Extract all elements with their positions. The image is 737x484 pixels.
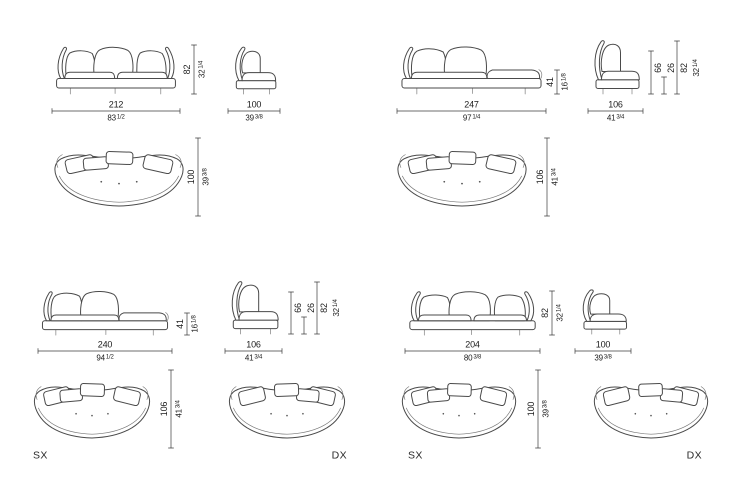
label-dx: DX [332,450,347,462]
dim-side-width-in: 413/4 [245,354,263,363]
dim-line-front-height [554,69,560,95]
dim-front-height-cm: 41 [175,319,185,329]
dim-line-plan-depth [544,137,550,217]
dim-side-h3-cm: 82 [319,303,329,313]
dim-line-front-width [37,348,173,354]
dim-side-width-cm: 106 [246,340,261,350]
label-sx: SX [408,450,423,462]
dim-plan-depth-in: 393/8 [542,400,551,418]
dim-side-h1-cm: 66 [653,63,663,73]
dim-line-front-width [396,108,547,114]
dim-front-height-in: 321/4 [198,60,207,78]
dim-front-width-in: 831/2 [107,114,125,123]
dim-line-side-width [587,108,644,114]
dim-side-width-in: 413/4 [607,114,625,123]
dim-line-side-h2 [661,76,667,95]
dim-side-h3-cm: 82 [679,63,689,73]
dim-front-width-in: 803/8 [464,354,482,363]
dim-line-side-h1 [648,50,654,95]
sofa-front-view [56,46,176,95]
dim-side-width-cm: 100 [247,100,262,110]
dim-plan-depth-cm: 106 [535,170,545,185]
dim-line-side-h3 [314,281,320,335]
dim-side-h1-cm: 66 [293,303,303,313]
dim-line-plan-depth [168,369,174,449]
dim-front-height-in: 321/4 [556,304,565,322]
dim-plan-depth-cm: 100 [526,402,536,417]
dim-plan-depth-in: 413/4 [551,168,560,186]
dim-line-plan-depth [195,137,201,217]
dim-line-front-height [549,290,555,336]
dim-side-width-cm: 100 [596,340,611,350]
group-bottom-left: 41 161/8 240 941/2 66 26 82 321/4 106 41… [33,281,347,462]
dim-line-front-height [191,44,197,95]
dim-line-side-h2 [301,316,307,335]
dim-plan-depth-in: 413/4 [175,400,184,418]
dim-line-side-width [227,108,281,114]
label-sx: SX [33,450,48,462]
dim-plan-depth-cm: 106 [159,402,169,417]
dim-side-width-in: 393/8 [245,114,263,123]
dim-line-side-width [224,348,283,354]
dim-line-side-width [574,348,632,354]
dim-line-front-width [51,108,181,114]
dim-side-width-in: 393/8 [594,354,612,363]
dim-line-side-h3 [674,40,680,95]
dim-front-width-cm: 204 [465,340,480,350]
dim-front-width-in: 971/4 [463,114,481,123]
dim-front-width-cm: 247 [464,100,479,110]
dim-front-height-cm: 82 [182,65,192,75]
dim-side-h2-cm: 26 [666,63,676,73]
dim-plan-depth-cm: 100 [186,170,196,185]
dim-front-height-cm: 82 [540,308,550,318]
group-top-left: 82 321/4 212 831/2 100 393/8 100 393/8 [51,44,281,217]
dim-line-plan-depth [535,369,541,449]
dim-side-h3-in: 321/4 [692,59,701,77]
dim-front-width-in: 941/2 [96,354,114,363]
dim-line-front-height [184,312,190,336]
dim-line-side-h1 [288,291,294,335]
dim-front-width-cm: 212 [109,100,124,110]
dim-side-h2-cm: 26 [306,303,316,313]
sofa-front-view [409,291,536,336]
dim-front-width-cm: 240 [98,340,113,350]
group-top-right: 41 161/8 247 971/4 66 26 82 321/4 106 41… [396,40,701,217]
dim-line-front-width [404,348,541,354]
dim-front-height-in: 161/8 [561,73,570,91]
dim-plan-depth-in: 393/8 [202,168,211,186]
dim-side-width-cm: 106 [608,100,623,110]
label-dx: DX [687,450,702,462]
dim-front-height-cm: 41 [545,77,555,87]
dim-side-h3-in: 321/4 [332,299,341,317]
group-bottom-right: 82 321/4 204 803/8 100 393/8 100 393/8 S… [401,289,709,462]
dim-front-height-in: 161/8 [191,315,200,333]
